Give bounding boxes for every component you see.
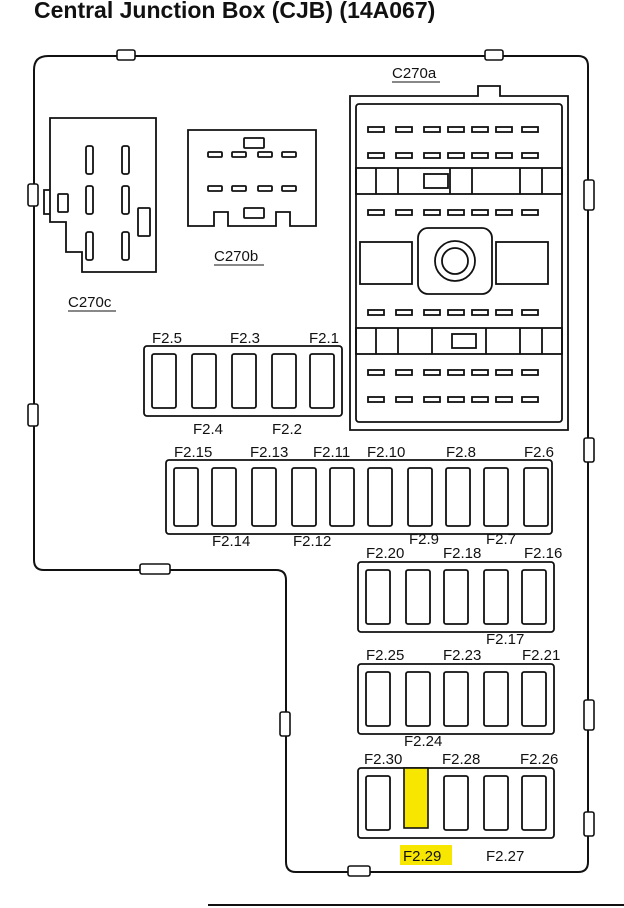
label-f2-5: F2.5 — [152, 330, 182, 347]
label-f2-1: F2.1 — [309, 330, 339, 347]
housing-tabs — [27, 49, 595, 877]
label-f2-16: F2.16 — [524, 545, 562, 562]
label-f2-23: F2.23 — [443, 647, 481, 664]
label-f2-6: F2.6 — [524, 444, 554, 461]
label-c270a: C270a — [392, 65, 437, 82]
label-f2-3: F2.3 — [230, 330, 260, 347]
fuse-row-5 — [357, 767, 555, 839]
label-f2-10: F2.10 — [367, 444, 405, 461]
fuse-labels: F2.5 F2.3 F2.1 F2.4 F2.2 F2.15 F2.13 F2.… — [152, 330, 562, 865]
label-f2-25: F2.25 — [366, 647, 404, 664]
fuse-row-3 — [357, 561, 555, 633]
label-f2-24: F2.24 — [404, 733, 442, 750]
label-f2-11: F2.11 — [313, 444, 350, 461]
label-f2-26: F2.26 — [520, 751, 558, 768]
fuse-row-2 — [165, 459, 553, 535]
label-f2-29: F2.29 — [403, 848, 441, 865]
fuse-row-1 — [143, 345, 343, 417]
label-f2-17: F2.17 — [486, 631, 524, 648]
label-f2-28: F2.28 — [442, 751, 480, 768]
label-f2-21: F2.21 — [522, 647, 560, 664]
label-f2-12: F2.12 — [293, 533, 331, 550]
diagram-title: Central Junction Box (CJB) (14A067) — [34, 0, 435, 23]
label-f2-9: F2.9 — [409, 531, 439, 548]
label-c270c: C270c — [68, 294, 112, 311]
label-f2-14: F2.14 — [212, 533, 250, 550]
fuse-row-4 — [357, 663, 555, 735]
label-f2-20: F2.20 — [366, 545, 404, 562]
label-f2-30: F2.30 — [364, 751, 402, 768]
label-f2-15: F2.15 — [174, 444, 212, 461]
label-f2-29-highlight — [400, 845, 452, 865]
connector-c270c — [43, 117, 157, 273]
label-f2-2: F2.2 — [272, 421, 302, 438]
label-f2-4: F2.4 — [193, 421, 223, 438]
housing-outline — [33, 55, 589, 873]
label-f2-8: F2.8 — [446, 444, 476, 461]
label-c270b: C270b — [214, 248, 258, 265]
fuse-f2-29-highlight — [403, 767, 429, 829]
label-f2-18: F2.18 — [443, 545, 481, 562]
label-f2-7: F2.7 — [486, 531, 516, 548]
label-f2-13: F2.13 — [250, 444, 288, 461]
connector-c270a — [349, 85, 569, 431]
label-f2-27: F2.27 — [486, 848, 524, 865]
connector-c270b — [187, 129, 317, 227]
